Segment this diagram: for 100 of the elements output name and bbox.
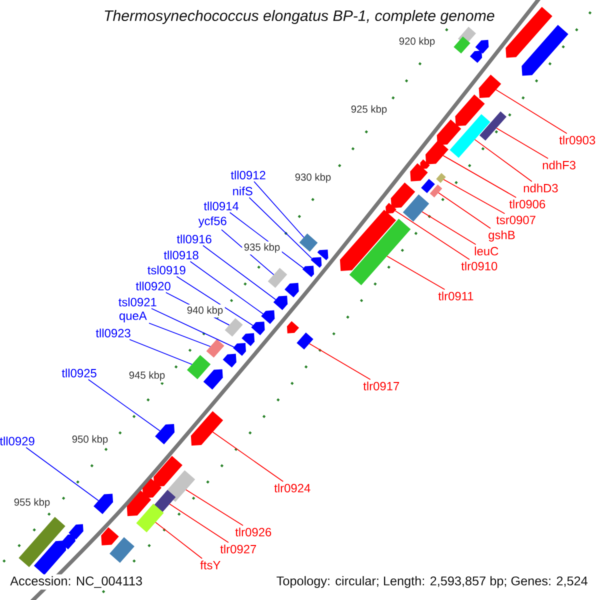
leader-line bbox=[308, 343, 371, 380]
gene-feature bbox=[261, 310, 275, 324]
scale-label: 935 kbp bbox=[242, 242, 282, 255]
scale-label: 945 kbp bbox=[127, 370, 167, 383]
gene-feature bbox=[436, 120, 462, 146]
gene-label: tll0929 bbox=[0, 436, 34, 446]
gene-label: ftsY bbox=[200, 560, 220, 570]
scale-label: 940 kbp bbox=[185, 304, 225, 318]
scale-label: 955 kbp bbox=[12, 496, 52, 510]
gene-box bbox=[268, 268, 288, 288]
gene-label: tlr0911 bbox=[438, 292, 474, 300]
leader-line bbox=[443, 179, 506, 214]
gene-box bbox=[136, 504, 164, 532]
footer-text: Topology: circular; Length: 2,593,857 bp; Genes: 2,524 bbox=[274, 574, 590, 590]
gene-feature bbox=[154, 456, 182, 487]
gene-feature bbox=[142, 478, 162, 498]
gene-box bbox=[154, 490, 176, 512]
gene-label: tlr0906 bbox=[509, 200, 546, 208]
leader-line bbox=[496, 89, 568, 134]
gene-feature bbox=[475, 40, 489, 54]
gene-feature bbox=[233, 343, 246, 356]
leader-line bbox=[129, 339, 192, 365]
gene-label: tll0912 bbox=[230, 170, 266, 180]
leader-line bbox=[169, 504, 229, 543]
gene-label: tlr0924 bbox=[274, 484, 310, 492]
gene-feature bbox=[310, 257, 322, 268]
gene-feature bbox=[317, 250, 328, 260]
gene-box bbox=[18, 516, 66, 568]
gene-box bbox=[296, 332, 314, 350]
footer-text: Accession: NC_004113 bbox=[8, 574, 144, 590]
gene-label: tsr0907 bbox=[496, 216, 536, 224]
gene-box bbox=[479, 111, 507, 141]
gene-box bbox=[349, 218, 411, 286]
gene-feature bbox=[60, 534, 76, 550]
gene-feature bbox=[203, 369, 223, 390]
leader-line bbox=[474, 139, 532, 182]
leader-line bbox=[186, 489, 244, 526]
gene-label: tsl0919 bbox=[148, 266, 186, 274]
gene-feature bbox=[506, 6, 552, 58]
gene-feature bbox=[522, 24, 568, 76]
gene-label: gshB bbox=[488, 230, 515, 242]
gene-feature bbox=[478, 74, 502, 98]
scale-label: 930 kbp bbox=[293, 172, 333, 185]
leader-line bbox=[148, 322, 211, 347]
gene-label: tll0914 bbox=[204, 202, 239, 210]
gene-feature bbox=[34, 540, 66, 575]
leader-line bbox=[155, 522, 202, 559]
gene-label: tlr0926 bbox=[235, 528, 272, 536]
leader-line bbox=[422, 211, 476, 245]
gene-feature bbox=[386, 202, 396, 214]
leader-line bbox=[496, 128, 548, 159]
leader-line bbox=[151, 308, 234, 348]
gene-feature bbox=[251, 322, 265, 336]
gene-label: tll0918 bbox=[164, 250, 198, 260]
gene-feature bbox=[390, 182, 416, 208]
leader-line bbox=[88, 379, 160, 432]
scale-label: 920 kbp bbox=[397, 36, 437, 49]
leader-line bbox=[442, 155, 517, 198]
leader-line bbox=[438, 192, 491, 229]
gene-feature bbox=[284, 282, 299, 298]
gene-box bbox=[110, 537, 134, 563]
gene-label: tlr0927 bbox=[220, 544, 256, 554]
gene-feature bbox=[470, 50, 482, 63]
gene-box bbox=[164, 470, 196, 502]
gene-feature bbox=[420, 159, 430, 170]
gene-box bbox=[206, 339, 224, 358]
gene-box bbox=[454, 36, 470, 54]
gene-feature bbox=[68, 524, 84, 540]
gene-feature bbox=[101, 527, 119, 546]
gene-feature bbox=[273, 296, 288, 310]
gene-label: tsl0921 bbox=[118, 298, 156, 306]
gene-feature bbox=[426, 140, 448, 164]
gene-box bbox=[436, 173, 446, 183]
gene-label: tll0920 bbox=[136, 282, 170, 290]
leader-line bbox=[176, 276, 254, 326]
gene-label: tlr0917 bbox=[363, 382, 400, 390]
gene-label: tll0923 bbox=[96, 328, 130, 338]
gene-label: queA bbox=[119, 312, 147, 322]
leader-line bbox=[26, 447, 99, 502]
gene-feature bbox=[222, 354, 236, 368]
gene-box bbox=[430, 184, 442, 198]
leader-line bbox=[254, 181, 304, 238]
gene-box bbox=[299, 234, 318, 252]
gene-label: ndhF3 bbox=[542, 160, 576, 170]
gene-feature bbox=[286, 321, 300, 334]
leader-line bbox=[202, 245, 276, 300]
gene-feature bbox=[242, 333, 255, 346]
gene-label: tlr0903 bbox=[559, 136, 596, 144]
title: Thermosynechococcus elongatus BP-1, complete genome bbox=[102, 8, 497, 26]
gene-box bbox=[421, 178, 435, 194]
gene-feature bbox=[410, 163, 428, 182]
gene-feature bbox=[455, 94, 485, 126]
gene-box bbox=[224, 318, 243, 337]
gene-label: tll0925 bbox=[62, 368, 96, 378]
gene-label: ndhD3 bbox=[524, 184, 558, 192]
leader-line bbox=[394, 210, 470, 260]
gene-box bbox=[450, 114, 490, 158]
scale-label: 925 kbp bbox=[349, 104, 389, 117]
leader-line bbox=[248, 197, 312, 259]
leader-line bbox=[386, 256, 446, 290]
